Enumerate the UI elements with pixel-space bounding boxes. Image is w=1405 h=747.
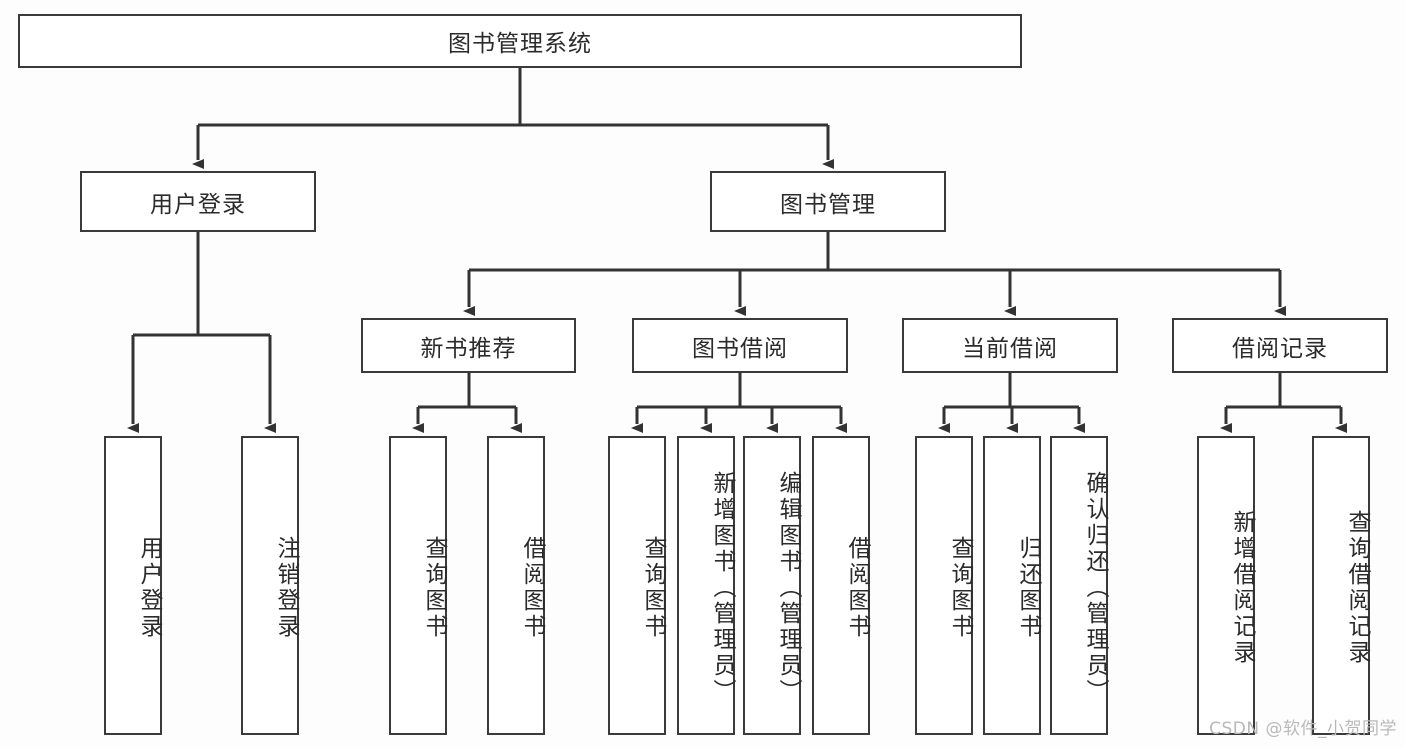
leaf-book-borrow-edit-admin[interactable]: 编辑图书（管理员） [743, 436, 801, 735]
node-label: 归还图书 [1015, 535, 1041, 640]
node-label: 图书管理 [780, 191, 876, 218]
leaf-current-borrow-confirm-admin[interactable]: 确认归还（管理员） [1050, 436, 1108, 735]
leaf-new-book-query[interactable]: 查询图书 [389, 436, 447, 735]
node-label: 新增图书（管理员） [709, 470, 735, 705]
node-user-login[interactable]: 用户登录 [80, 171, 316, 232]
leaf-new-book-borrow[interactable]: 借阅图书 [487, 436, 545, 735]
watermark: CSDN @软件_小贺同学 [1209, 719, 1397, 739]
leaf-current-borrow-return[interactable]: 归还图书 [983, 436, 1041, 735]
node-label: 用户登录 [150, 191, 246, 218]
node-label: 查询图书 [421, 535, 447, 640]
node-label: 图书管理系统 [448, 31, 592, 57]
node-label: 借阅图书 [844, 535, 870, 640]
leaf-borrow-record-query[interactable]: 查询借阅记录 [1312, 436, 1370, 735]
node-label: 查询借阅记录 [1344, 509, 1370, 666]
node-label: 查询图书 [947, 535, 973, 640]
node-label: 用户登录 [136, 535, 162, 640]
leaf-current-borrow-query[interactable]: 查询图书 [915, 436, 973, 735]
node-label: 新书推荐 [420, 335, 517, 362]
node-label: 新增借阅记录 [1229, 509, 1255, 666]
node-root-library-system[interactable]: 图书管理系统 [18, 14, 1022, 68]
node-label: 当前借阅 [962, 335, 1058, 362]
node-borrow-record[interactable]: 借阅记录 [1172, 318, 1388, 373]
node-label: 注销登录 [273, 535, 299, 640]
leaf-user-login-logout[interactable]: 注销登录 [241, 436, 299, 735]
leaf-user-login-login[interactable]: 用户登录 [104, 436, 162, 735]
node-book-management[interactable]: 图书管理 [710, 171, 946, 232]
node-label: 编辑图书（管理员） [775, 470, 801, 705]
node-current-borrow[interactable]: 当前借阅 [902, 318, 1118, 373]
leaf-book-borrow-query[interactable]: 查询图书 [608, 436, 666, 735]
leaf-borrow-record-add[interactable]: 新增借阅记录 [1197, 436, 1255, 735]
node-label: 借阅图书 [519, 535, 545, 640]
node-label: 确认归还（管理员） [1082, 470, 1108, 705]
node-book-borrow[interactable]: 图书借阅 [632, 318, 848, 373]
node-label: 借阅记录 [1232, 335, 1328, 362]
node-new-book-recommend[interactable]: 新书推荐 [361, 318, 576, 373]
leaf-book-borrow-borrow[interactable]: 借阅图书 [812, 436, 870, 735]
node-label: 图书借阅 [692, 335, 788, 362]
leaf-book-borrow-add-admin[interactable]: 新增图书（管理员） [677, 436, 735, 735]
node-label: 查询图书 [640, 535, 666, 640]
